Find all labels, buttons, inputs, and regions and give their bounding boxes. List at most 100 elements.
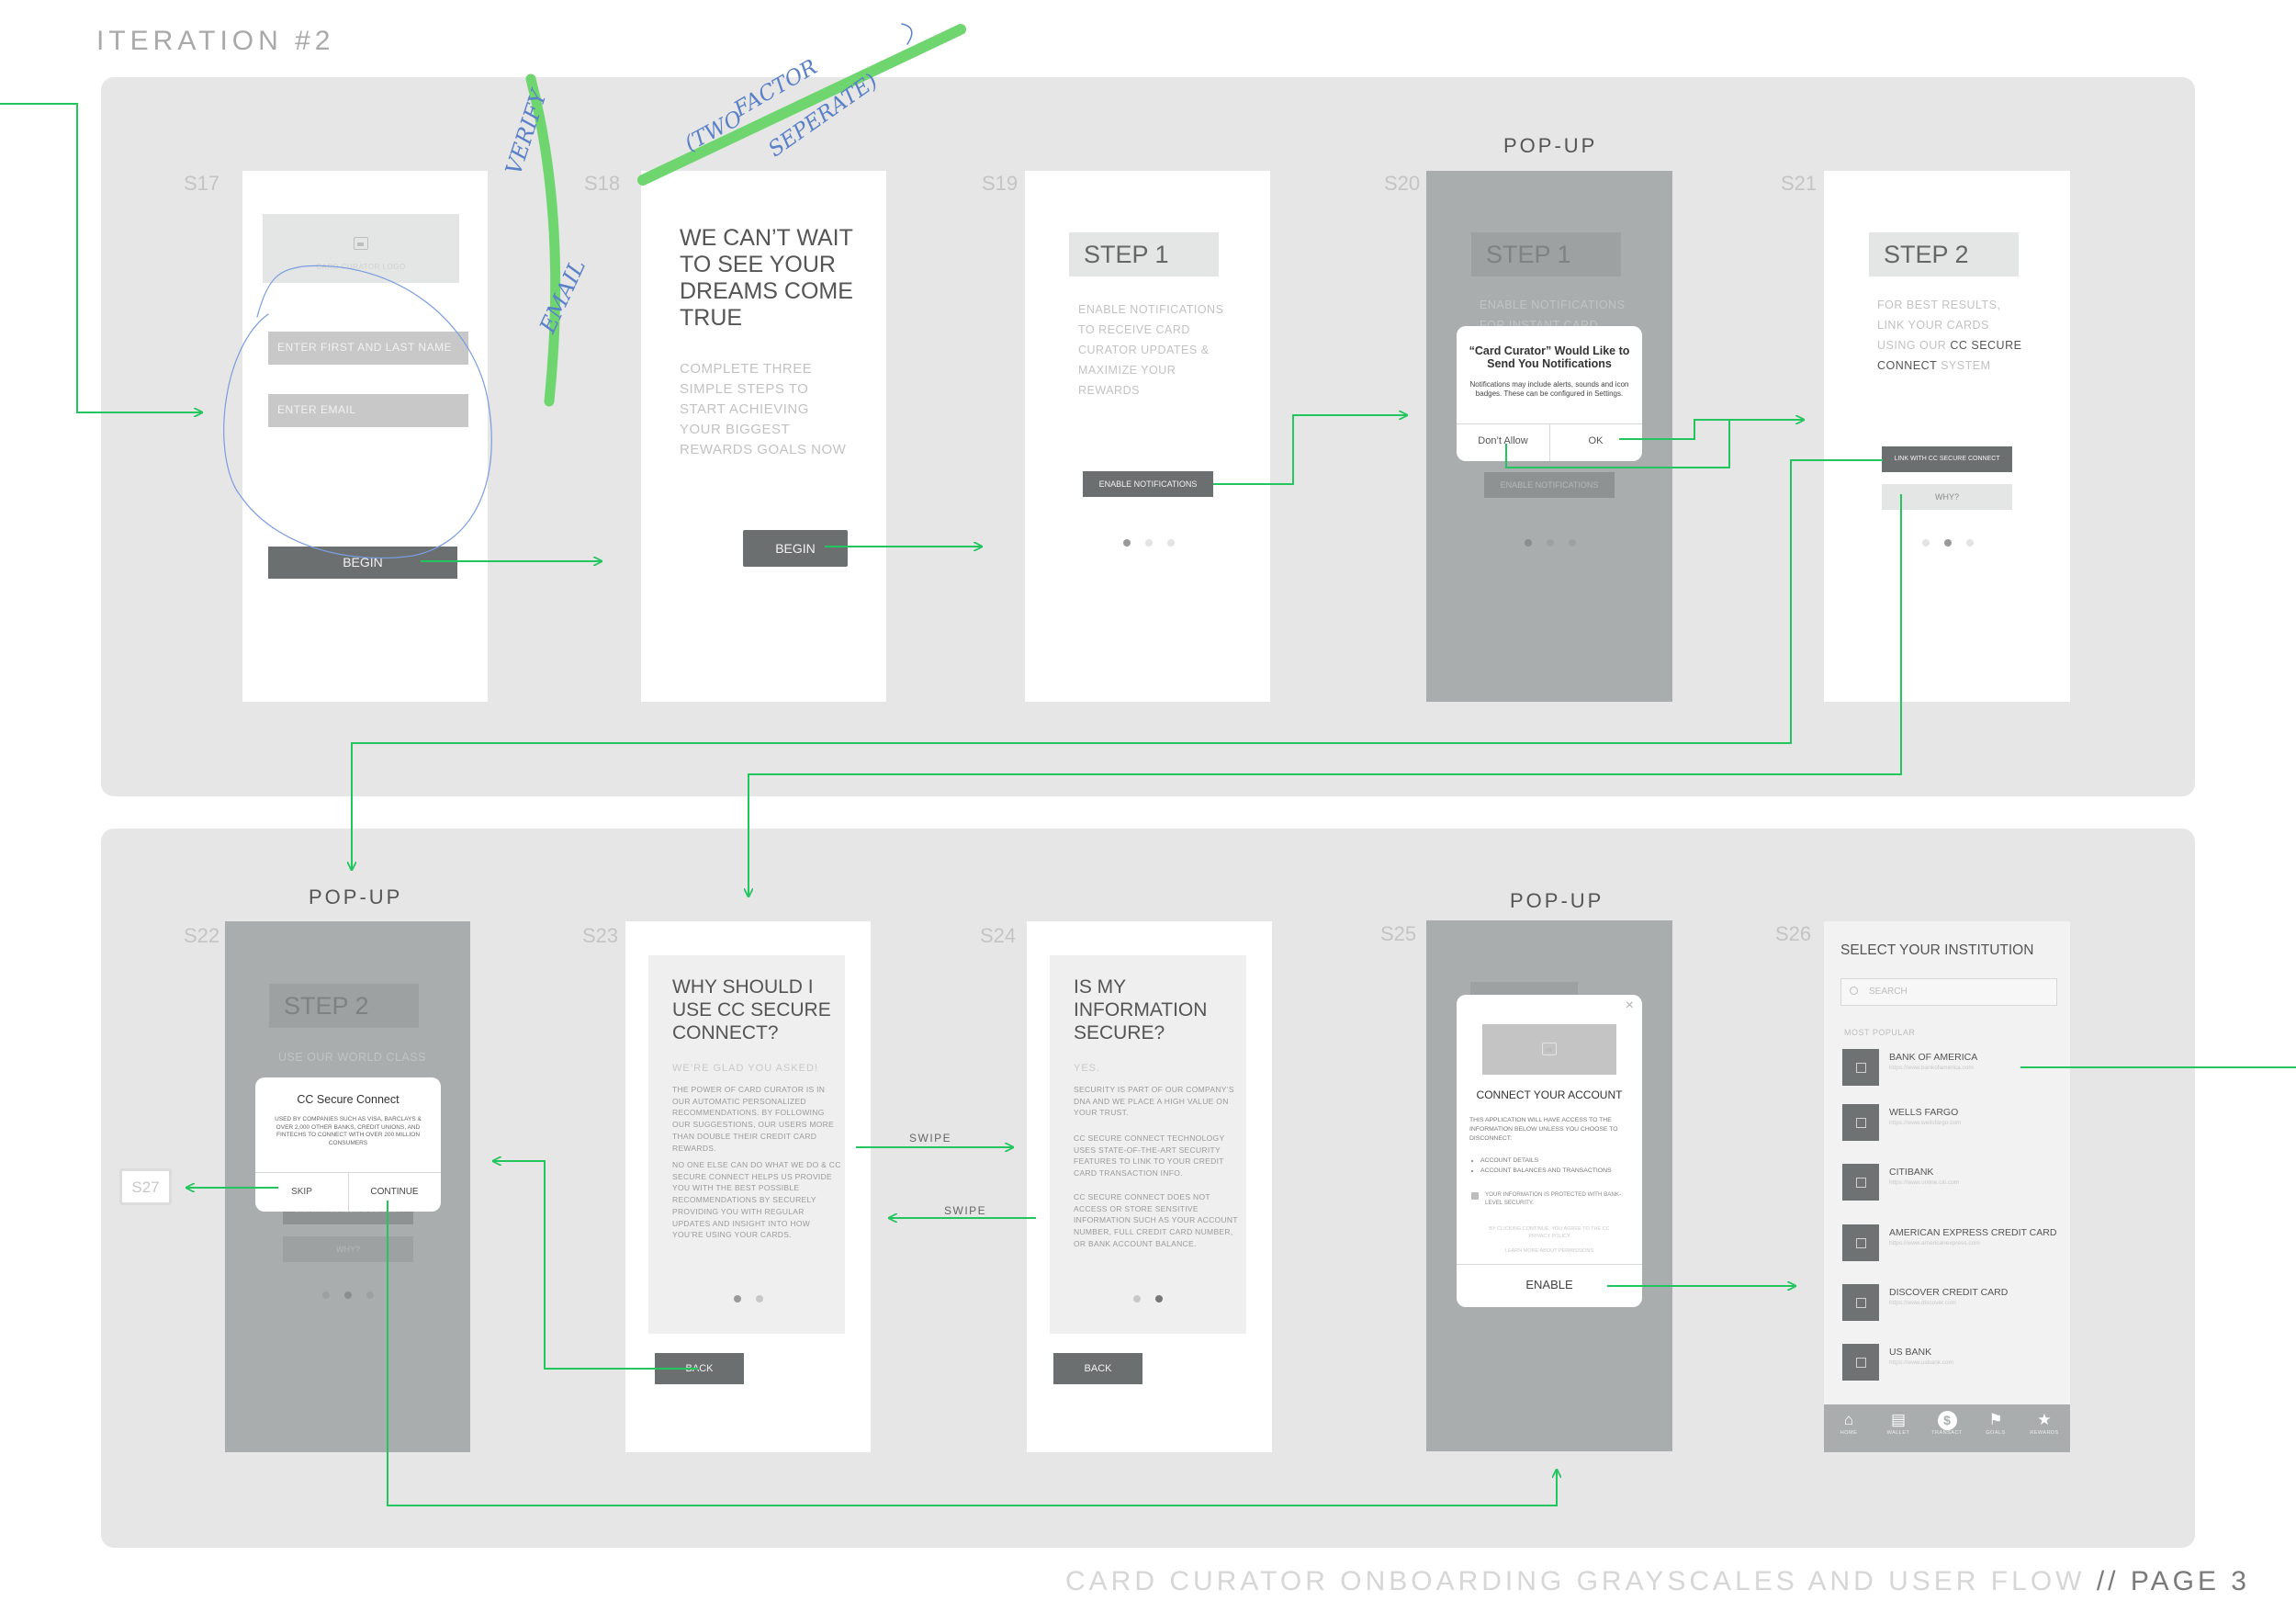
permissions-link[interactable]: LEARN MORE ABOUT PERMISSIONS xyxy=(1504,1248,1594,1254)
wallet-icon: ▤ xyxy=(1890,1411,1907,1428)
s21-body-c: SYSTEM xyxy=(1941,359,1991,372)
s18-body: COMPLETE THREE SIMPLE STEPS TO START ACH… xyxy=(680,361,847,457)
institution-item[interactable]: AMERICAN EXPRESS CREDIT CARD https://www… xyxy=(1842,1224,2063,1265)
s22-step-title: STEP 2 xyxy=(269,984,419,1028)
bank-logo-icon xyxy=(1842,1049,1879,1086)
institution-item[interactable]: DISCOVER CREDIT CARD https://www.discove… xyxy=(1842,1284,2063,1325)
tab-transact[interactable]: $ TRANSACT xyxy=(1922,1410,1972,1436)
bank-logo-icon xyxy=(1842,1104,1879,1141)
flag-icon: ⚑ xyxy=(1988,1411,2003,1428)
screen-s22: STEP 2 USE OUR WORLD CLASS LINK WITH CC … xyxy=(225,921,470,1452)
modal-title: CC Secure Connect xyxy=(297,1093,400,1106)
institution-url: https://www.usbank.com xyxy=(1889,1359,1954,1366)
enable-notifications-button[interactable]: ENABLE NOTIFICATIONS xyxy=(1083,471,1213,497)
annotation-bracket xyxy=(901,23,913,45)
begin-button[interactable]: BEGIN xyxy=(268,547,457,579)
s23-paragraph-1: THE POWER OF CARD CURATOR IS IN OUR AUTO… xyxy=(672,1085,835,1153)
tab-goals[interactable]: ⚑ GOALS xyxy=(1971,1410,2020,1436)
bank-logo-icon xyxy=(1842,1284,1879,1321)
why-button[interactable]: WHY? xyxy=(1882,484,2012,510)
screen-s25: × CONNECT YOUR ACCOUNT THIS APPLICATION … xyxy=(1426,920,1672,1451)
s24-paragraph-2: CC SECURE CONNECT TECHNOLOGY USES STATE-… xyxy=(1074,1133,1225,1179)
skip-button[interactable]: SKIP xyxy=(291,1187,312,1197)
tab-label: REWARDS xyxy=(2030,1430,2059,1436)
connect-image-placeholder xyxy=(1482,1024,1616,1075)
s24-paragraph-3: CC SECURE CONNECT DOES NOT ACCESS OR STO… xyxy=(1074,1192,1238,1248)
institution-item[interactable]: WELLS FARGO https://www.wellsfargo.com xyxy=(1842,1104,2063,1145)
screen-id-s25: S25 xyxy=(1380,922,1417,945)
screen-id-s18: S18 xyxy=(584,172,621,195)
s21-body: FOR BEST RESULTS, LINK YOUR CARDS USING … xyxy=(1877,295,2029,376)
enable-button[interactable]: ENABLE xyxy=(1525,1278,1573,1291)
modal-message: USED BY COMPANIES SUCH AS VISA, BARCLAYS… xyxy=(275,1116,422,1146)
screen-id-s20: S20 xyxy=(1384,172,1421,195)
most-popular-heading: MOST POPULAR xyxy=(1844,1028,1916,1037)
institution-name: DISCOVER CREDIT CARD xyxy=(1889,1287,2009,1298)
tab-label: TRANSACT xyxy=(1931,1430,1963,1436)
screen-s24: IS MY INFORMATION SECURE? YES. SECURITY … xyxy=(1027,921,1272,1452)
page-dots xyxy=(734,1295,763,1303)
background-card-edge xyxy=(1470,982,1578,995)
page-dots xyxy=(322,1291,374,1299)
institution-url: https://www.discover.com xyxy=(1889,1300,1956,1306)
star-icon: ★ xyxy=(2037,1411,2052,1428)
bank-logo-icon xyxy=(1842,1164,1879,1201)
s23-heading: WHY SHOULD I USE CC SECURE CONNECT? xyxy=(672,976,831,1043)
s27-label: S27 xyxy=(131,1179,160,1196)
page-footer: CARD CURATOR ONBOARDING GRAYSCALES AND U… xyxy=(1065,1566,2250,1597)
iteration-title: ITERATION #2 xyxy=(96,26,335,56)
institution-name: US BANK xyxy=(1889,1347,1932,1358)
name-input[interactable]: ENTER FIRST AND LAST NAME xyxy=(268,332,468,365)
institution-item[interactable]: BANK OF AMERICA https://www.bankofameric… xyxy=(1842,1049,2063,1089)
institution-search-input[interactable]: SEARCH xyxy=(1840,978,2057,1006)
s24-back-button[interactable]: BACK xyxy=(1053,1353,1142,1384)
institution-name: CITIBANK xyxy=(1889,1167,1934,1178)
institution-url: https://www.americanexpress.com xyxy=(1889,1240,1980,1246)
s21-body-a: FOR BEST RESULTS, LINK YOUR CARDS USING … xyxy=(1877,299,2001,352)
institution-item[interactable]: CITIBANK https://www.online.citi.com xyxy=(1842,1164,2063,1204)
email-input[interactable]: ENTER EMAIL xyxy=(268,394,468,427)
tab-home[interactable]: ⌂ HOME xyxy=(1824,1410,1874,1436)
popup-label-s22: POP-UP xyxy=(309,885,403,908)
s24-subheading: YES. xyxy=(1074,1063,1101,1074)
tab-rewards[interactable]: ★ REWARDS xyxy=(2020,1410,2069,1436)
close-icon[interactable]: × xyxy=(1625,998,1634,1013)
ok-button[interactable]: OK xyxy=(1588,435,1604,446)
bank-logo-icon xyxy=(1842,1224,1879,1261)
continue-button[interactable]: CONTINUE xyxy=(370,1187,419,1197)
screen-s23: WHY SHOULD I USE CC SECURE CONNECT? WE’R… xyxy=(625,921,871,1452)
tab-wallet[interactable]: ▤ WALLET xyxy=(1874,1410,1923,1436)
s18-begin-button[interactable]: BEGIN xyxy=(743,530,848,567)
institution-url: https://www.online.citi.com xyxy=(1889,1179,1960,1186)
image-icon xyxy=(1542,1043,1557,1055)
access-item-balances: ACCOUNT BALANCES AND TRANSACTIONS xyxy=(1480,1166,1612,1176)
footer-page-number: PAGE 3 xyxy=(2130,1566,2250,1596)
modal-divider-v xyxy=(348,1172,349,1212)
institution-name: WELLS FARGO xyxy=(1889,1107,1959,1118)
s27-reference-box[interactable]: S27 xyxy=(119,1168,172,1205)
image-icon xyxy=(354,237,368,250)
institution-url: https://www.bankofamerica.com xyxy=(1889,1065,1974,1071)
s24-heading: IS MY INFORMATION SECURE? xyxy=(1074,976,1208,1043)
institution-item[interactable]: US BANK https://www.usbank.com xyxy=(1842,1344,2063,1384)
s20-step-title: STEP 1 xyxy=(1471,232,1621,276)
search-icon xyxy=(1850,987,1858,995)
s23-back-button[interactable]: BACK xyxy=(655,1353,744,1384)
s19-step-title: STEP 1 xyxy=(1069,232,1219,276)
screen-s19: STEP 1 ENABLE NOTIFICATIONS TO RECEIVE C… xyxy=(1025,171,1270,702)
s22-why-button: WHY? xyxy=(283,1236,413,1262)
dont-allow-button[interactable]: Don’t Allow xyxy=(1478,435,1528,446)
dollar-icon: $ xyxy=(1922,1410,1972,1430)
search-placeholder: SEARCH xyxy=(1869,987,1908,997)
s23-subheading: WE’RE GLAD YOU ASKED! xyxy=(672,1063,818,1074)
swipe-label-forward: SWIPE xyxy=(909,1132,952,1145)
page-dots xyxy=(1525,539,1576,547)
logo-placeholder: CARD CURATOR LOGO xyxy=(263,214,459,283)
screen-id-s22: S22 xyxy=(184,924,220,947)
screen-s20: STEP 1 ENABLE NOTIFICATIONS FOR INSTANT … xyxy=(1426,171,1672,702)
bank-logo-icon xyxy=(1842,1344,1879,1381)
page-dots xyxy=(1133,1295,1163,1303)
link-secure-connect-button[interactable]: LINK WITH CC SECURE CONNECT xyxy=(1882,446,2012,472)
tab-label: HOME xyxy=(1840,1430,1858,1436)
